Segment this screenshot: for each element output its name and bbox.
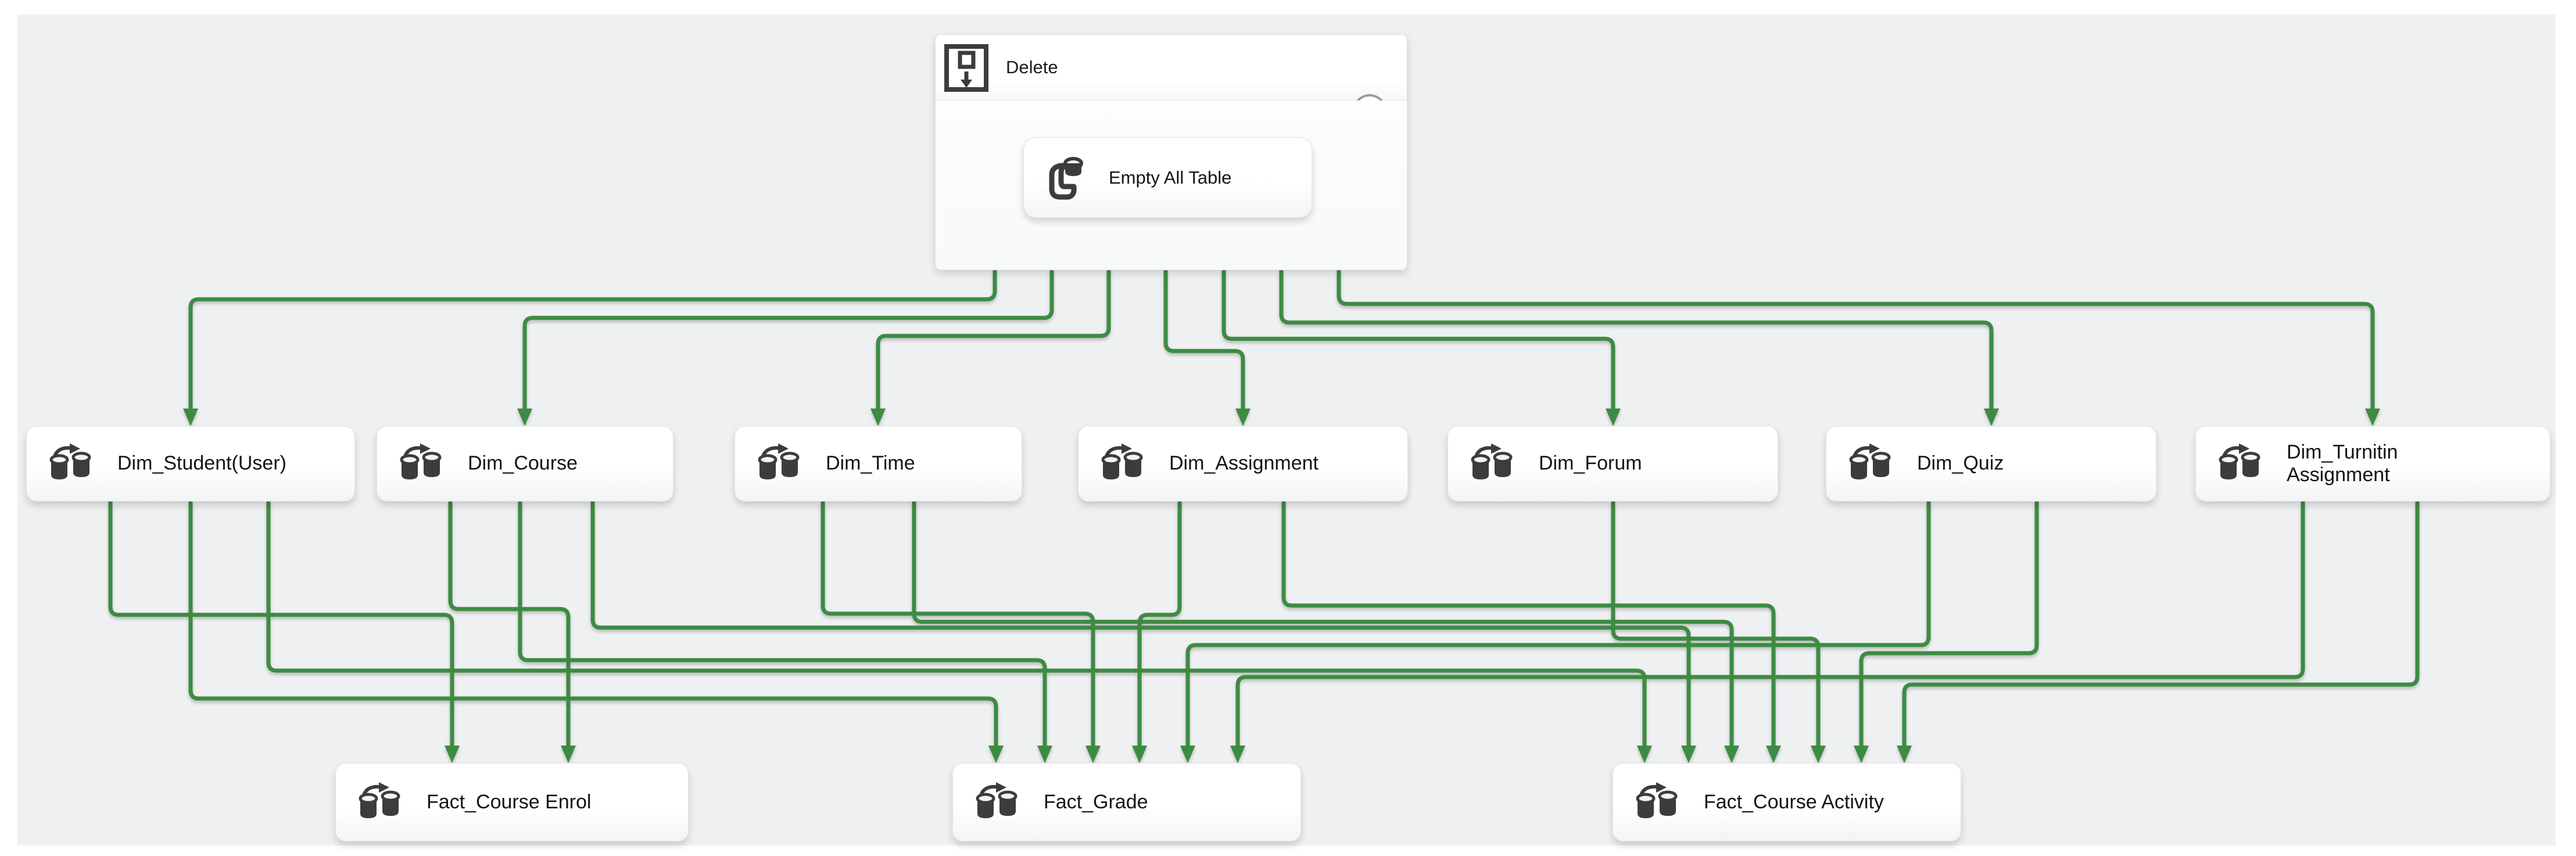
precedence-constraint[interactable] xyxy=(1902,502,2420,748)
arrowhead-icon xyxy=(1724,746,1739,763)
arrowhead-icon xyxy=(1132,746,1147,763)
task-node-dim-time[interactable]: Dim_Time xyxy=(735,426,1022,502)
precedence-constraint[interactable] xyxy=(876,269,1111,411)
arrowhead-icon xyxy=(1766,746,1781,763)
arrowhead-icon xyxy=(2365,409,2380,426)
sql-scroll-icon xyxy=(1044,153,1088,203)
task-node-label: Empty All Table xyxy=(1109,167,1232,188)
data-flow-icon xyxy=(48,443,93,484)
task-node-dim-forum[interactable]: Dim_Forum xyxy=(1448,426,1778,502)
arrowhead-icon xyxy=(1235,409,1251,426)
task-node-label: Fact_Grade xyxy=(1044,790,1148,813)
task-node-empty-all-table[interactable]: Empty All Table xyxy=(1023,137,1312,218)
precedence-constraint[interactable] xyxy=(1235,502,2305,748)
precedence-constraint[interactable] xyxy=(188,269,997,411)
task-node-label: Dim_Forum xyxy=(1539,452,1642,475)
data-flow-icon xyxy=(357,782,402,823)
arrowhead-icon xyxy=(1854,746,1869,763)
precedence-constraint[interactable] xyxy=(1281,502,1776,748)
task-node-label: Dim_Quiz xyxy=(1917,452,2004,475)
precedence-constraint[interactable] xyxy=(1859,502,2039,748)
arrowhead-icon xyxy=(1037,746,1052,763)
task-node-label: Dim_Time xyxy=(826,452,915,475)
precedence-constraint[interactable] xyxy=(448,502,571,748)
data-flow-icon xyxy=(2217,443,2262,484)
arrowhead-icon xyxy=(1897,746,1912,763)
precedence-constraint[interactable] xyxy=(1337,269,2375,411)
arrowhead-icon xyxy=(988,746,1004,763)
precedence-constraint[interactable] xyxy=(266,502,1647,748)
task-node-fact-course-enrol[interactable]: Fact_Course Enrol xyxy=(335,763,689,841)
task-node-fact-grade[interactable]: Fact_Grade xyxy=(952,763,1301,841)
arrowhead-icon xyxy=(445,746,460,763)
precedence-constraint[interactable] xyxy=(1137,502,1182,748)
data-flow-icon xyxy=(1847,443,1893,484)
precedence-constraint[interactable] xyxy=(108,502,454,748)
data-flow-icon xyxy=(1634,782,1679,823)
precedence-constraint[interactable] xyxy=(1221,269,1615,411)
arrowhead-icon xyxy=(1637,746,1652,763)
sequence-container-title: Delete xyxy=(1006,57,1058,77)
task-node-label: Fact_Course Activity xyxy=(1704,790,1884,813)
data-flow-icon xyxy=(1469,443,1514,484)
sequence-container-icon xyxy=(944,44,989,92)
sequence-container-header[interactable]: Delete xyxy=(936,35,1407,128)
precedence-constraint[interactable] xyxy=(188,502,998,748)
precedence-constraint[interactable] xyxy=(1279,269,1994,411)
data-flow-icon xyxy=(1099,443,1145,484)
task-node-dim-turnitin-assignment[interactable]: Dim_Turnitin Assignment xyxy=(2195,426,2550,502)
task-node-dim-assignment[interactable]: Dim_Assignment xyxy=(1078,426,1408,502)
task-node-label: Dim_Turnitin Assignment xyxy=(2287,440,2398,486)
task-node-label: Dim_Course xyxy=(468,452,578,475)
precedence-constraint[interactable] xyxy=(522,269,1054,411)
precedence-constraint[interactable] xyxy=(912,502,1734,748)
arrowhead-icon xyxy=(1811,746,1826,763)
task-node-fact-course-activity[interactable]: Fact_Course Activity xyxy=(1613,763,1961,841)
arrowhead-icon xyxy=(183,409,198,426)
arrowhead-icon xyxy=(1180,746,1195,763)
precedence-constraint[interactable] xyxy=(821,502,1095,748)
task-node-label: Dim_Assignment xyxy=(1169,452,1319,475)
data-flow-icon xyxy=(398,443,443,484)
precedence-constraint[interactable] xyxy=(1611,502,1821,748)
data-flow-icon xyxy=(974,782,1019,823)
arrowhead-icon xyxy=(1230,746,1245,763)
task-node-label: Dim_Student(User) xyxy=(117,452,286,475)
task-node-dim-course[interactable]: Dim_Course xyxy=(377,426,673,502)
arrowhead-icon xyxy=(517,409,532,426)
precedence-constraint[interactable] xyxy=(518,502,1047,748)
arrowhead-icon xyxy=(1984,409,1999,426)
precedence-constraint[interactable] xyxy=(590,502,1691,748)
arrowhead-icon xyxy=(1085,746,1101,763)
task-node-dim-student[interactable]: Dim_Student(User) xyxy=(26,426,355,502)
arrowhead-icon xyxy=(561,746,576,763)
precedence-constraint[interactable] xyxy=(1163,269,1245,411)
task-node-label: Fact_Course Enrol xyxy=(427,790,592,813)
precedence-constraint[interactable] xyxy=(1185,502,1931,748)
arrowhead-icon xyxy=(1606,409,1621,426)
task-node-dim-quiz[interactable]: Dim_Quiz xyxy=(1826,426,2156,502)
arrowhead-icon xyxy=(1681,746,1696,763)
arrowhead-icon xyxy=(870,409,886,426)
data-flow-icon xyxy=(756,443,801,484)
